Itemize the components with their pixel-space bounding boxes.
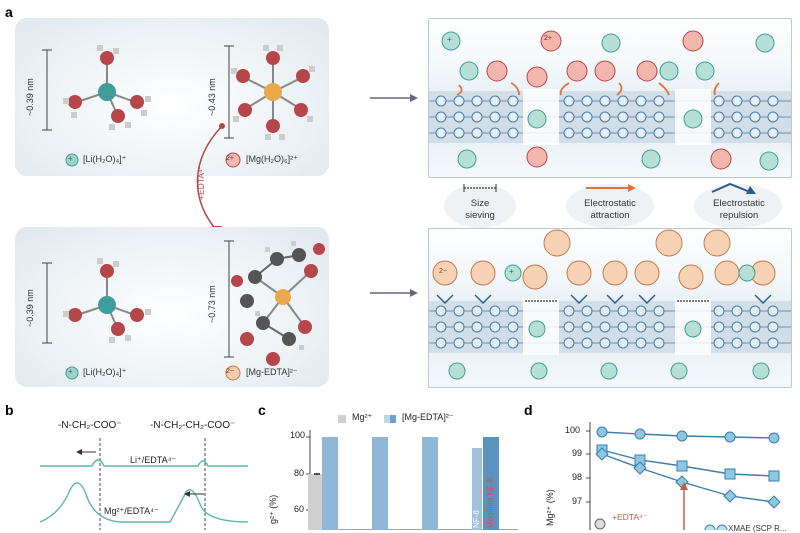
mg-hydrate-label: [Mg(H₂O)₆]²⁺ xyxy=(246,154,298,164)
ytick-80: 80 xyxy=(294,468,305,478)
mechanism-legend-icons xyxy=(444,182,782,228)
d-legend-partial: XMAE (SCP R... xyxy=(728,524,787,533)
d-ytick-100: 100 xyxy=(565,425,581,435)
li-plus-symbol-2: + xyxy=(68,367,73,376)
li-dimension-label: ~0.39 nm xyxy=(25,78,35,116)
panel-d-letter: d xyxy=(524,402,533,418)
hydrated-ions-box: ~0.39 nm ~0.43 nm + [Li(H₂O)₄]⁺ 2+ [Mg(H… xyxy=(15,18,329,176)
mg-ion-marker: 2+ xyxy=(544,35,552,42)
group-label-1: -N-CH₂-COO⁻ xyxy=(58,420,122,431)
li-hydrate-molecule-2 xyxy=(63,258,151,343)
li-ion-marker: + xyxy=(447,35,452,44)
legend-size-sieving: Size sieving xyxy=(465,198,495,221)
membrane-bottom-diagram xyxy=(429,229,791,380)
mg-edta-molecule xyxy=(231,241,325,366)
panel-a-letter: a xyxy=(5,4,13,20)
ytick-100: 100 xyxy=(290,430,306,440)
mg-dimension-label: ~0.43 nm xyxy=(207,78,217,116)
panel-d-ylabel: Mg²⁺ (%) xyxy=(545,489,555,526)
group-label-2: -N-CH₂-CH₂-COO⁻ xyxy=(150,420,236,431)
mg-plus-symbol: 2+ xyxy=(226,155,234,162)
membrane-panel-bottom: 2− + xyxy=(428,228,792,388)
li-plus-symbol: + xyxy=(68,154,73,163)
mg-edta-label: [Mg-EDTA]²⁻ xyxy=(246,367,298,377)
membrane-panel-top: + 2+ xyxy=(428,18,792,178)
d-ytick-99: 99 xyxy=(572,448,583,458)
mg-hydrate-molecule xyxy=(231,45,315,140)
li-hydrate-molecule xyxy=(63,45,151,130)
edta-complex-diagram xyxy=(42,240,325,381)
panel-b-letter: b xyxy=(5,402,14,418)
bar-label-modified-nf8: Modified NF-8 xyxy=(486,477,495,528)
arrow-to-membrane-top xyxy=(370,94,418,102)
mg-edta-minus-symbol: 2− xyxy=(226,368,234,375)
legend-mg: Mg²⁺ xyxy=(352,412,373,422)
d-ytick-98: 98 xyxy=(572,472,583,482)
li-ion-marker-bottom: + xyxy=(509,267,514,276)
ytick-60: 60 xyxy=(294,504,305,514)
li-hydrate-label: [Li(H₂O)₄]⁺ xyxy=(83,154,127,164)
legend-mg-edta: [Mg-EDTA]²⁻ xyxy=(402,412,454,422)
d-ytick-97: 97 xyxy=(572,496,583,506)
mg-edta-dimension-label: ~0.73 nm xyxy=(207,285,217,323)
edta-arrow-label: +EDTA⁴⁻ xyxy=(196,164,206,200)
li-dimension-label-2: ~0.39 nm xyxy=(25,289,35,327)
trace-label-li: Li⁺/EDTA⁴⁻ xyxy=(130,455,177,465)
panel-c-letter: c xyxy=(258,402,266,418)
membrane-top-diagram xyxy=(429,30,791,171)
nmr-spectra-plot xyxy=(39,438,249,530)
d-edta-label: +EDTA⁴⁻ xyxy=(612,512,648,522)
edta-complex-box: ~0.39 nm ~0.73 nm + [Li(H₂O)₄]⁺ 2− [Mg-E… xyxy=(15,227,329,387)
hydrated-ions-diagram xyxy=(42,45,315,168)
trace-label-mg: Mg²⁺/EDTA⁴⁻ xyxy=(104,506,159,516)
panel-c-ylabel: g²⁺ (%) xyxy=(268,494,278,524)
rejection-line-chart xyxy=(586,422,781,530)
legend-electrostatic-repulsion: Electrostatic repulsion xyxy=(713,198,765,221)
mg-edta-ion-marker: 2− xyxy=(439,268,447,275)
arrow-to-membrane-bottom xyxy=(370,289,418,297)
li-hydrate-label-2: [Li(H₂O)₄]⁺ xyxy=(83,367,127,377)
legend-electrostatic-attraction: Electrostatic attraction xyxy=(584,198,636,221)
rejection-bar-chart xyxy=(306,415,518,530)
bar-label-nf8: NF-8 xyxy=(472,510,481,528)
